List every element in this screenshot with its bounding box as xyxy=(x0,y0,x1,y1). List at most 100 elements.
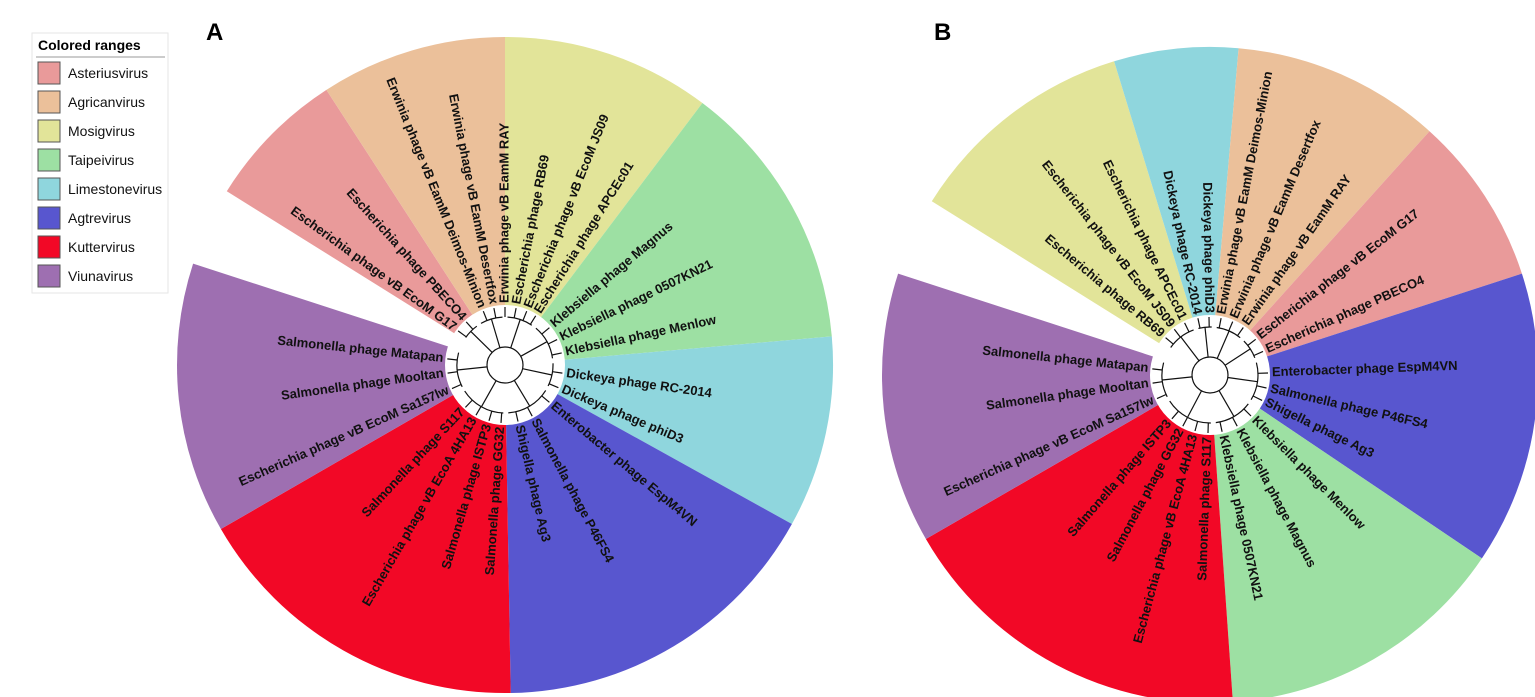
leaf-branch xyxy=(1171,410,1179,420)
legend-label: Agtrevirus xyxy=(68,210,131,226)
leaf-branch xyxy=(1152,381,1163,384)
colored-range-sector xyxy=(1210,131,1522,375)
legend-swatch xyxy=(37,264,61,288)
leaf-branch xyxy=(526,407,533,417)
leaf-branch xyxy=(541,395,550,403)
clade-branch xyxy=(1204,327,1209,358)
leaf-label: Enterobacter phage EspM4VN xyxy=(1272,358,1458,379)
clade-arc xyxy=(480,316,503,324)
legend-item: Kuttervirus xyxy=(37,235,135,259)
legend-swatch xyxy=(37,148,61,172)
leaf-branch xyxy=(447,371,458,374)
colored-range-sector xyxy=(931,61,1210,376)
clade-arc xyxy=(1198,326,1212,329)
legend-label: Agricanvirus xyxy=(68,94,145,110)
leaf-branch xyxy=(1184,322,1190,333)
clade-branch xyxy=(1216,330,1230,359)
leaf-label: Erwinia phage vB EamM RAY xyxy=(496,123,511,303)
leaf-branch xyxy=(1218,317,1222,329)
leaf-branch xyxy=(488,410,493,421)
legend-swatch xyxy=(37,235,61,259)
legend-swatch xyxy=(37,119,61,143)
panel-label-b: B xyxy=(934,19,951,46)
clade-branch xyxy=(510,319,521,349)
clade-branch xyxy=(490,318,501,348)
leaf-branch xyxy=(529,315,537,325)
clade-branch xyxy=(513,380,531,407)
colored-range-sector xyxy=(882,273,1210,539)
leaf-branch xyxy=(1182,417,1189,427)
colored-ranges xyxy=(177,36,834,694)
leaf-label: Salmonella phage S117 xyxy=(1194,437,1214,581)
leaf-branch xyxy=(1165,337,1174,345)
leaf-branch xyxy=(1237,327,1244,337)
clade-branch xyxy=(470,330,493,353)
leaf-branch xyxy=(547,339,558,345)
leaf-branch xyxy=(475,406,482,416)
leaf-branch xyxy=(451,383,462,390)
leaf-branch xyxy=(541,327,550,335)
leaf-branch xyxy=(1194,421,1199,432)
clade-branch xyxy=(457,366,488,371)
legend-item: Agtrevirus xyxy=(37,206,131,230)
leaf-label: Dickeya phage phiD3 xyxy=(1200,182,1217,313)
clade-branch xyxy=(1180,336,1200,362)
legend-item: Taipeivirus xyxy=(37,148,134,172)
legend-item: Limestonevirus xyxy=(37,177,162,201)
legend-label: Mosigvirus xyxy=(68,123,135,139)
colored-range-sector xyxy=(1210,375,1482,697)
legend-label: Asteriusvirus xyxy=(68,65,148,81)
leaf-branch xyxy=(515,411,519,422)
legend-swatch xyxy=(37,90,61,114)
leaf-branch xyxy=(1156,393,1167,400)
clade-branch xyxy=(1224,348,1251,366)
leaf-branch xyxy=(1152,368,1163,371)
legend-label: Taipeivirus xyxy=(68,152,134,168)
clade-branch xyxy=(1227,376,1258,383)
leaf-branch xyxy=(1253,350,1264,357)
tree-branches xyxy=(1150,315,1270,435)
colored-range-sector xyxy=(326,37,505,365)
leaf-branch xyxy=(1252,395,1263,401)
leaf-branch xyxy=(552,371,563,374)
panel-label-a: A xyxy=(206,19,223,46)
legend-swatch xyxy=(37,61,61,85)
leaf-branch xyxy=(465,321,474,330)
colored-range-sector xyxy=(220,365,511,694)
clade-branch xyxy=(1162,376,1193,381)
leaf-branch xyxy=(1243,408,1252,417)
colored-range-sector xyxy=(226,89,506,366)
leaf-branch xyxy=(447,358,458,361)
colored-range-sector xyxy=(505,365,792,693)
colored-range-sector xyxy=(505,103,832,365)
colored-range-sector xyxy=(505,36,703,365)
clade-arc xyxy=(508,390,547,414)
clade-branch xyxy=(480,380,497,408)
colored-range-sector xyxy=(1114,46,1239,376)
clade-arc xyxy=(464,390,504,414)
leaf-branch xyxy=(482,310,488,321)
tree-hub xyxy=(1150,315,1270,435)
root-arc xyxy=(486,346,524,384)
leaf-branch xyxy=(551,352,562,356)
leaf-branch xyxy=(1247,338,1257,346)
legend-title: Colored ranges xyxy=(38,37,141,53)
leaf-branch xyxy=(500,412,503,423)
leaf-branch xyxy=(464,399,473,408)
leaf-branch xyxy=(1219,421,1223,432)
leaf-branch xyxy=(548,383,559,389)
clade-arc xyxy=(456,352,463,388)
colored-range-sector xyxy=(1210,48,1430,375)
legend-item: Mosigvirus xyxy=(37,119,135,143)
colored-ranges xyxy=(882,46,1535,697)
clade-arc xyxy=(465,325,478,338)
legend-swatch xyxy=(37,177,61,201)
colored-range-sector xyxy=(925,375,1233,697)
legend-item: Agricanvirus xyxy=(37,90,145,114)
leaf-branch xyxy=(513,307,517,319)
leaf-branch xyxy=(1228,321,1234,332)
legend-item: Viunavirus xyxy=(37,264,133,288)
leaf-branch xyxy=(1197,318,1201,329)
